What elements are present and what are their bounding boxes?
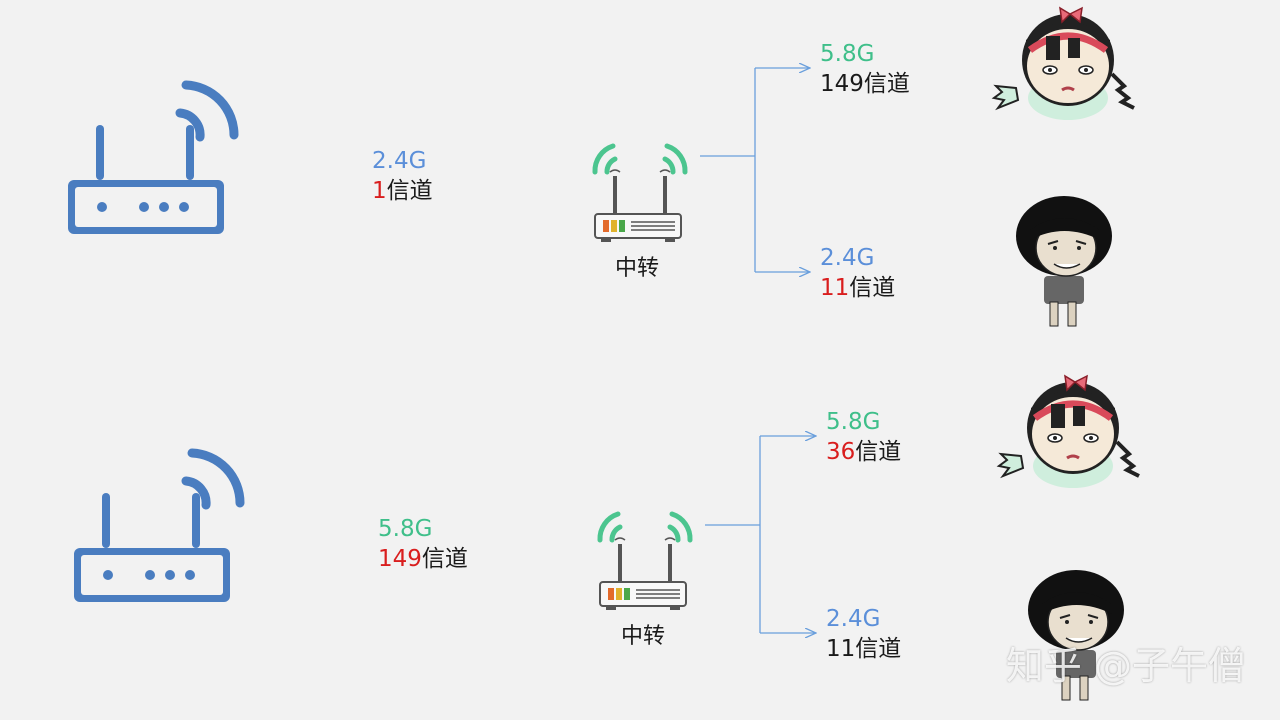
watermark: 知乎 @子午僧 — [1005, 644, 1246, 688]
cartoon-girl-pointing-icon — [994, 8, 1134, 120]
output-24g-label: 2.4G 11信道 — [820, 243, 895, 303]
output-5g-channel-number: 149 — [820, 71, 864, 97]
cartoon-girl-pointing-icon — [999, 376, 1139, 488]
output-5g-band: 5.8G — [826, 409, 881, 435]
output-24g-channel-number: 11 — [820, 275, 850, 301]
output-24g-label: 2.4G 11信道 — [826, 604, 901, 664]
main-router-icon — [68, 85, 234, 234]
uplink-channel-number: 1 — [372, 178, 387, 204]
relay-label: 中转 — [615, 256, 660, 281]
relay-label: 中转 — [621, 624, 666, 649]
branch-connector — [700, 68, 810, 272]
output-24g-band: 2.4G — [826, 606, 881, 632]
branch-connector — [705, 436, 816, 633]
output-5g-channel-number: 36 — [826, 439, 856, 465]
uplink-label: 5.8G 149信道 — [378, 514, 468, 574]
output-5g-channel-text: 信道 — [863, 71, 910, 97]
uplink-band: 2.4G — [372, 148, 427, 174]
uplink-label: 2.4G 1信道 — [372, 146, 433, 206]
relay-repeater-icon — [600, 514, 690, 610]
output-5g-label: 5.8G 149信道 — [820, 39, 910, 99]
output-5g-channel-text: 信道 — [855, 439, 902, 465]
relay-repeater-icon — [595, 146, 685, 242]
output-24g-band: 2.4G — [820, 245, 875, 271]
main-router-icon — [74, 453, 240, 602]
uplink-band: 5.8G — [378, 516, 433, 542]
output-5g-label: 5.8G 36信道 — [826, 407, 901, 467]
uplink-channel-text: 信道 — [386, 178, 433, 204]
output-5g-band: 5.8G — [820, 41, 875, 67]
output-24g-channel-number: 11 — [826, 636, 856, 662]
uplink-channel-number: 149 — [378, 546, 422, 572]
cartoon-boy-icon — [1015, 195, 1113, 327]
output-24g-channel-text: 信道 — [855, 636, 902, 662]
uplink-channel-text: 信道 — [421, 546, 468, 572]
output-24g-channel-text: 信道 — [849, 275, 896, 301]
